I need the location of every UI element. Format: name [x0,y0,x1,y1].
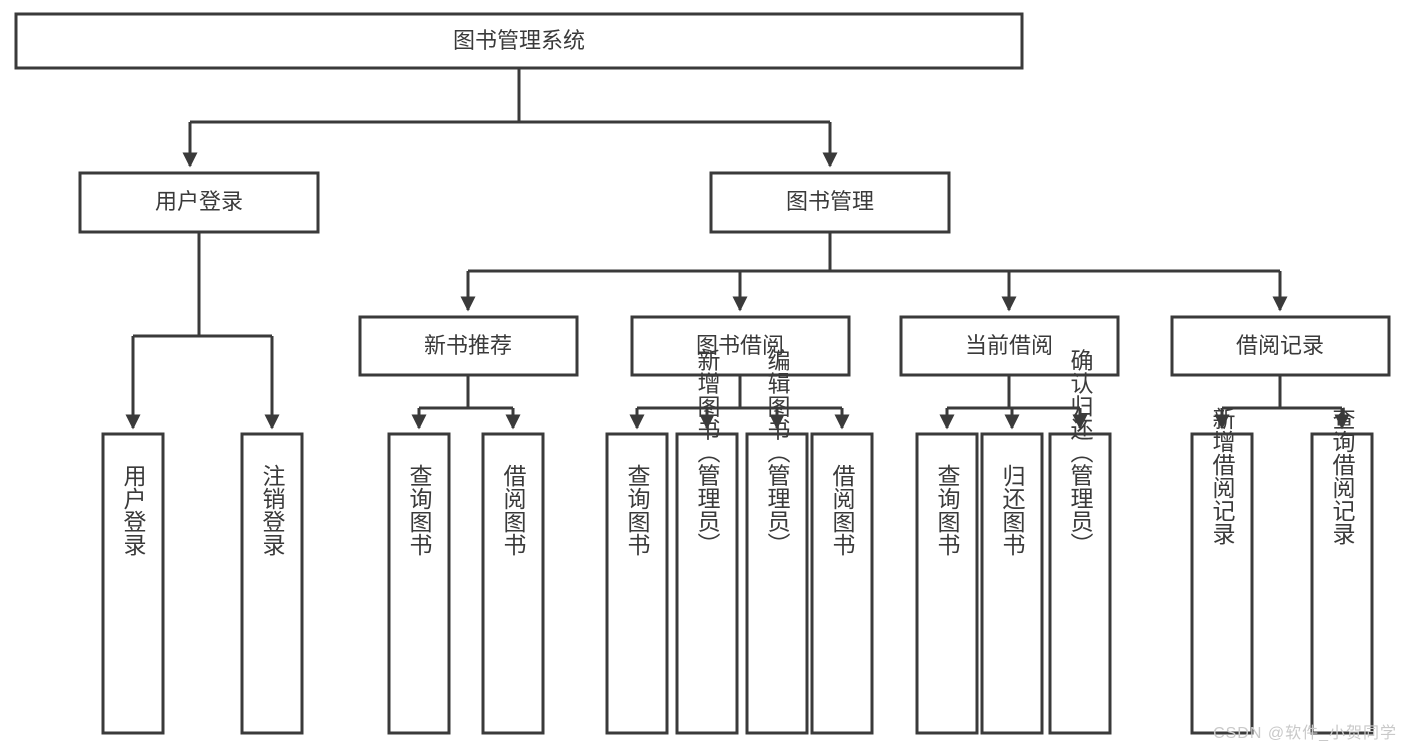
node-new-book-recommend-box [358,315,579,377]
leaf-new-book-2[interactable]: 借阅图书 [481,432,545,735]
leaf-book-borrow-3-label: 编辑图书（管理员） [764,349,791,556]
node-new-book-recommend-label: 新书推荐 [424,333,512,358]
leaf-borrow-record-1[interactable]: 新增借阅记录 [1190,407,1254,735]
leaf-user-login-1-box [101,432,165,735]
leaf-current-borrow-3-label: 确认归还（管理员） [1067,349,1094,556]
node-book-management[interactable]: 图书管理 [709,171,951,234]
node-borrow-record[interactable]: 借阅记录 [1170,315,1391,377]
leaf-current-borrow-2-box [980,432,1044,735]
leaf-book-borrow-1[interactable]: 查询图书 [605,432,669,735]
leaf-new-book-2-label: 借阅图书 [500,464,527,556]
leaf-current-borrow-1-label: 查询图书 [934,464,961,556]
leaf-current-borrow-3-box [1048,432,1112,735]
leaf-borrow-record-2-label: 查询借阅记录 [1329,407,1356,545]
node-current-borrow-box [899,315,1120,377]
leaf-current-borrow-1-box [915,432,979,735]
leaf-book-borrow-3-box [745,432,809,735]
node-root[interactable]: 图书管理系统 [14,12,1024,70]
leaf-new-book-1-label: 查询图书 [406,464,433,556]
leaf-book-borrow-3[interactable]: 编辑图书（管理员） [745,349,809,735]
node-user-login-box [78,171,320,234]
leaf-book-borrow-2-label: 新增图书（管理员） [694,349,721,556]
leaf-current-borrow-1[interactable]: 查询图书 [915,432,979,735]
leaf-borrow-record-2-box [1310,432,1374,735]
leaf-book-borrow-2[interactable]: 新增图书（管理员） [675,349,739,735]
node-book-borrow-box [630,315,851,377]
leaf-book-borrow-4-box [810,432,874,735]
leaf-borrow-record-1-label: 新增借阅记录 [1209,407,1236,545]
leaf-book-borrow-1-label: 查询图书 [624,464,651,556]
leaf-current-borrow-2-label: 归还图书 [999,464,1026,556]
leaf-book-borrow-2-box [675,432,739,735]
node-book-borrow[interactable]: 图书借阅 [630,315,851,377]
node-borrow-record-box [1170,315,1391,377]
leaf-book-borrow-4-label: 借阅图书 [829,464,856,556]
node-current-borrow[interactable]: 当前借阅 [899,315,1120,377]
node-book-management-box [709,171,951,234]
node-root-box [14,12,1024,70]
leaf-user-login-2-box [240,432,304,735]
leaf-borrow-record-2[interactable]: 查询借阅记录 [1310,407,1374,735]
node-user-login[interactable]: 用户登录 [78,171,320,234]
watermark: CSDN @软件_小贺同学 [1213,725,1397,742]
leaf-user-login-1[interactable]: 用户登录 [101,432,165,735]
leaf-book-borrow-1-box [605,432,669,735]
node-root-label: 图书管理系统 [453,28,585,53]
connectors [125,68,1350,430]
node-book-borrow-label: 图书借阅 [696,333,784,358]
node-new-book-recommend[interactable]: 新书推荐 [358,315,579,377]
leaf-user-login-2-label: 注销登录 [259,464,286,556]
leaf-book-borrow-4[interactable]: 借阅图书 [810,432,874,735]
node-book-management-label: 图书管理 [786,189,874,214]
leaf-user-login-2[interactable]: 注销登录 [240,432,304,735]
leaf-new-book-2-box [481,432,545,735]
leaf-current-borrow-3[interactable]: 确认归还（管理员） [1048,349,1112,735]
leaf-new-book-1-box [387,432,451,735]
leaf-current-borrow-2[interactable]: 归还图书 [980,432,1044,735]
node-user-login-label: 用户登录 [155,189,243,214]
leaf-borrow-record-1-box [1190,432,1254,735]
node-current-borrow-label: 当前借阅 [965,333,1053,358]
leaf-user-login-1-label: 用户登录 [120,464,147,556]
node-borrow-record-label: 借阅记录 [1236,333,1324,358]
leaf-new-book-1[interactable]: 查询图书 [387,432,451,735]
